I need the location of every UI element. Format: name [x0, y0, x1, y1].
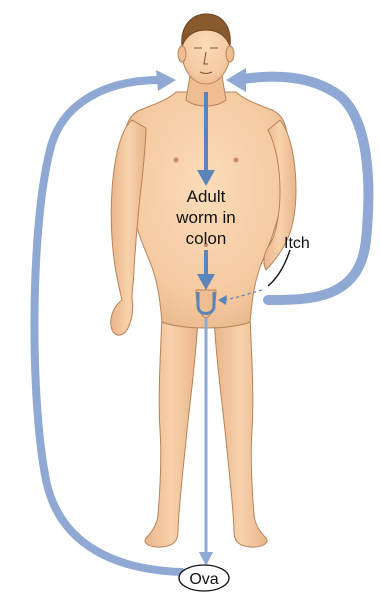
- left-ear: [178, 46, 186, 62]
- adult-worm-label-line2: worm in: [175, 208, 236, 227]
- left-nipple: [174, 158, 179, 163]
- adult-worm-label-line3: colon: [186, 229, 227, 248]
- right-ear: [226, 46, 234, 62]
- right-leg: [214, 318, 267, 547]
- right-cycle-arrowhead: [226, 68, 246, 92]
- central-arrowhead-lower: [199, 552, 213, 566]
- adult-worm-label-line1: Adult: [187, 187, 226, 206]
- left-leg: [145, 318, 198, 547]
- left-cycle-arrowhead: [156, 70, 176, 91]
- itch-label: Itch: [284, 235, 310, 252]
- ova-label: Ova: [189, 571, 218, 588]
- right-nipple: [234, 158, 239, 163]
